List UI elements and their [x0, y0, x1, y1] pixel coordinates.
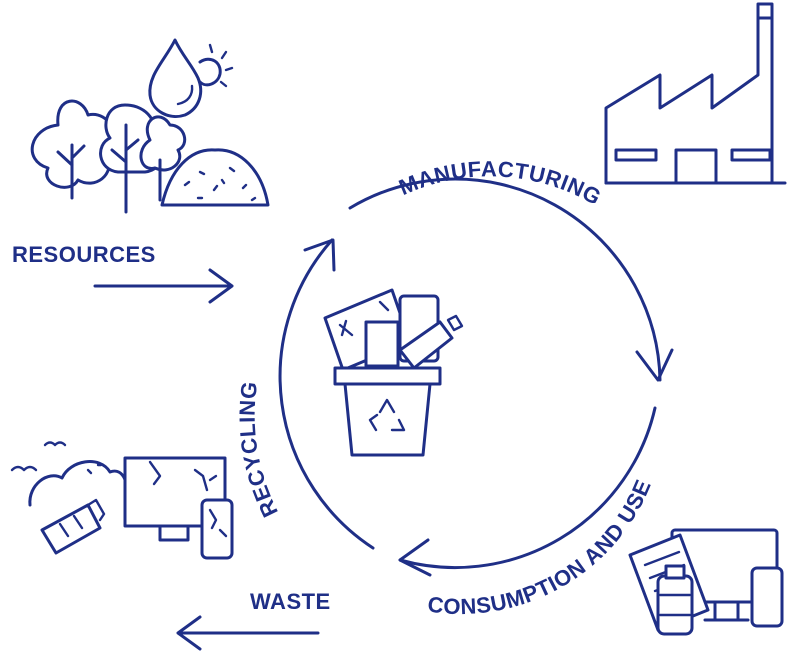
cycle-arrows	[278, 177, 674, 577]
arrowhead-use	[398, 538, 432, 577]
label-waste: WASTE	[250, 589, 331, 614]
landfill-illustration	[10, 441, 234, 560]
arrow-resources	[93, 268, 234, 304]
bottle-icon	[656, 564, 694, 636]
arrow-waste	[176, 615, 320, 651]
resources-section: RESOURCES	[12, 242, 234, 304]
phone-icon	[750, 566, 784, 628]
landfill-icon	[28, 460, 128, 507]
arrow-use-to-waste	[398, 406, 657, 570]
waste-items	[323, 288, 464, 372]
arrowhead-recycling	[303, 238, 336, 272]
factory-icon	[604, 2, 787, 185]
bird-icon	[10, 441, 67, 472]
tree-icon	[139, 115, 187, 202]
arrow-recycling	[278, 238, 375, 550]
recycle-symbol-icon	[368, 398, 406, 432]
electronics-icon	[123, 456, 234, 560]
bottle-icon	[40, 498, 106, 555]
consumption-illustration	[628, 528, 784, 636]
water-drop-icon	[148, 38, 203, 118]
arrow-manufacturing-to-use	[348, 177, 662, 382]
recycle-bin-icon	[323, 288, 464, 457]
sun-icon	[198, 43, 234, 88]
resources-illustration	[30, 38, 270, 214]
soil-pile-icon	[160, 148, 270, 207]
waste-section: WASTE	[176, 589, 331, 651]
label-recycling: RECYCLING	[235, 380, 283, 521]
tree-icon	[30, 99, 117, 200]
arrowhead-manufacturing	[635, 348, 674, 382]
label-resources: RESOURCES	[12, 242, 156, 267]
